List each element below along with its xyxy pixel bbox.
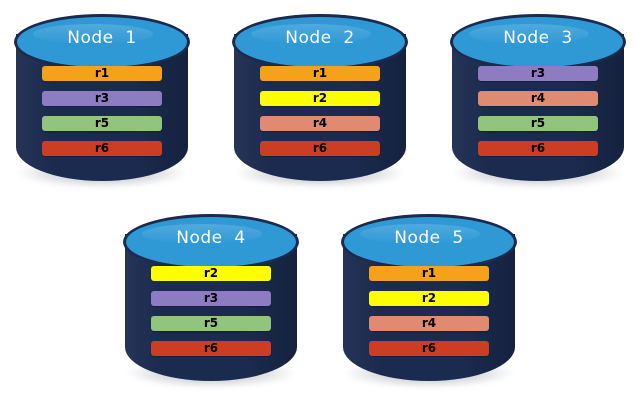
replica-bar-r2[interactable]: r2 [260, 91, 380, 106]
replica-list: r1 r3 r5 r6 [42, 66, 162, 156]
database-node-1[interactable]: Node 1 r1 r3 r5 r6 [10, 8, 194, 190]
replica-bar-r4[interactable]: r4 [478, 91, 598, 106]
replica-bar-r6[interactable]: r6 [151, 341, 271, 356]
node-label: Node 5 [394, 228, 464, 248]
database-node-2[interactable]: Node 2 r1 r2 r4 r6 [228, 8, 412, 190]
database-node-4[interactable]: Node 4 r2 r3 r5 r6 [119, 208, 303, 390]
replica-bar-r6[interactable]: r6 [260, 141, 380, 156]
node-label: Node 3 [503, 28, 573, 48]
database-node-5[interactable]: Node 5 r1 r2 r4 r6 [337, 208, 521, 390]
replica-list: r1 r2 r4 r6 [369, 266, 489, 356]
replica-bar-r4[interactable]: r4 [260, 116, 380, 131]
replica-bar-r6[interactable]: r6 [369, 341, 489, 356]
replica-bar-r2[interactable]: r2 [369, 291, 489, 306]
replica-bar-r1[interactable]: r1 [369, 266, 489, 281]
replica-bar-r6[interactable]: r6 [478, 141, 598, 156]
replica-list: r1 r2 r4 r6 [260, 66, 380, 156]
node-label: Node 4 [176, 228, 246, 248]
node-label: Node 1 [67, 28, 137, 48]
node-label: Node 2 [285, 28, 355, 48]
replica-bar-r1[interactable]: r1 [42, 66, 162, 81]
replica-bar-r5[interactable]: r5 [478, 116, 598, 131]
replica-bar-r2[interactable]: r2 [151, 266, 271, 281]
replica-bar-r5[interactable]: r5 [42, 116, 162, 131]
replica-list: r2 r3 r5 r6 [151, 266, 271, 356]
replica-bar-r3[interactable]: r3 [151, 291, 271, 306]
replica-list: r3 r4 r5 r6 [478, 66, 598, 156]
database-node-3[interactable]: Node 3 r3 r4 r5 r6 [446, 8, 630, 190]
replica-bar-r3[interactable]: r3 [42, 91, 162, 106]
replica-bar-r4[interactable]: r4 [369, 316, 489, 331]
replica-bar-r5[interactable]: r5 [151, 316, 271, 331]
replica-bar-r1[interactable]: r1 [260, 66, 380, 81]
replica-bar-r6[interactable]: r6 [42, 141, 162, 156]
replica-bar-r3[interactable]: r3 [478, 66, 598, 81]
